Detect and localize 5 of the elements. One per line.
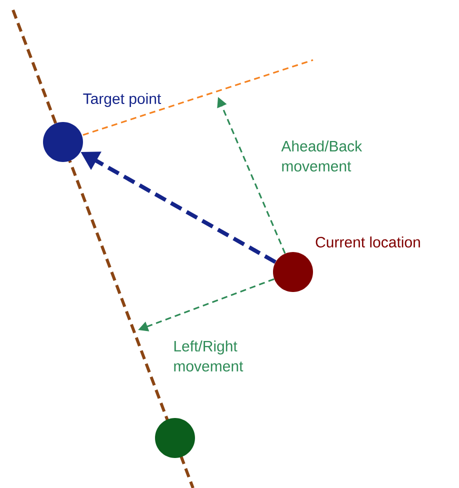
point-label: Target point bbox=[83, 93, 162, 107]
point-label: Current location bbox=[316, 236, 420, 248]
point-circle bbox=[155, 418, 195, 458]
edge-label: Ahead/Back movement bbox=[281, 140, 362, 172]
edge-label: Left/Right movement bbox=[174, 340, 244, 372]
